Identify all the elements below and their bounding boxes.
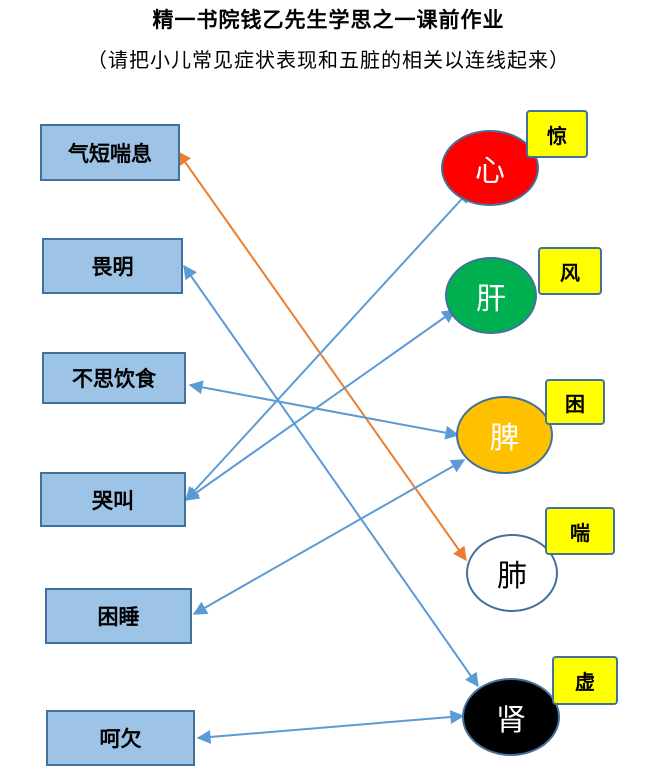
symptom-label: 哭叫 (92, 487, 134, 513)
symptom-label: 困睡 (97, 604, 140, 629)
tag-label: 虚 (575, 670, 595, 694)
connection-line-3 (188, 380, 460, 440)
symptom-label: 不思饮食 (72, 366, 156, 391)
connection-line-6 (192, 459, 466, 615)
symptom-box-4: 哭叫 (40, 472, 186, 527)
connection-line-1 (177, 150, 467, 562)
tag-label: 惊 (547, 123, 567, 148)
tag-label: 喘 (570, 520, 590, 545)
organ-tag-heart: 惊 (526, 110, 588, 158)
page-subtitle: （请把小儿常见症状表现和五脏的相关以连线起来） (87, 48, 570, 72)
symptom-label: 畏明 (91, 254, 134, 279)
connection-line-7 (196, 710, 465, 744)
symptom-box-5: 困睡 (45, 588, 192, 644)
organ-label: 肺 (497, 559, 527, 594)
organ-label: 肾 (496, 703, 526, 738)
symptom-label: 气短喘息 (68, 140, 152, 166)
symptom-box-3: 不思饮食 (42, 352, 186, 404)
symptom-box-1: 气短喘息 (40, 124, 180, 181)
organ-label: 脾 (489, 421, 520, 456)
symptom-box-2: 畏明 (42, 238, 183, 294)
organ-tag-liver: 风 (538, 247, 602, 295)
tag-label: 风 (560, 260, 580, 285)
symptom-label: 呵欠 (99, 726, 142, 751)
organ-label: 肝 (476, 281, 506, 317)
organ-node-liver: 肝 (445, 257, 537, 334)
connection-line-5 (184, 309, 457, 501)
symptom-box-6: 呵欠 (46, 710, 195, 766)
page-title: 精一书院钱乙先生学思之一课前作业 (152, 7, 505, 32)
connection-line-4 (185, 188, 471, 502)
tag-label: 困 (565, 391, 585, 416)
organ-tag-kidney: 虚 (552, 656, 618, 705)
organ-tag-spleen: 困 (545, 379, 605, 425)
organ-node-lung: 肺 (466, 534, 558, 612)
organ-node-heart: 心 (441, 130, 539, 206)
organ-tag-lung: 喘 (545, 507, 615, 555)
organ-label: 心 (475, 154, 505, 189)
connection-line-2 (183, 264, 479, 688)
organ-node-spleen: 脾 (456, 396, 553, 474)
organ-node-kidney: 肾 (462, 678, 560, 756)
